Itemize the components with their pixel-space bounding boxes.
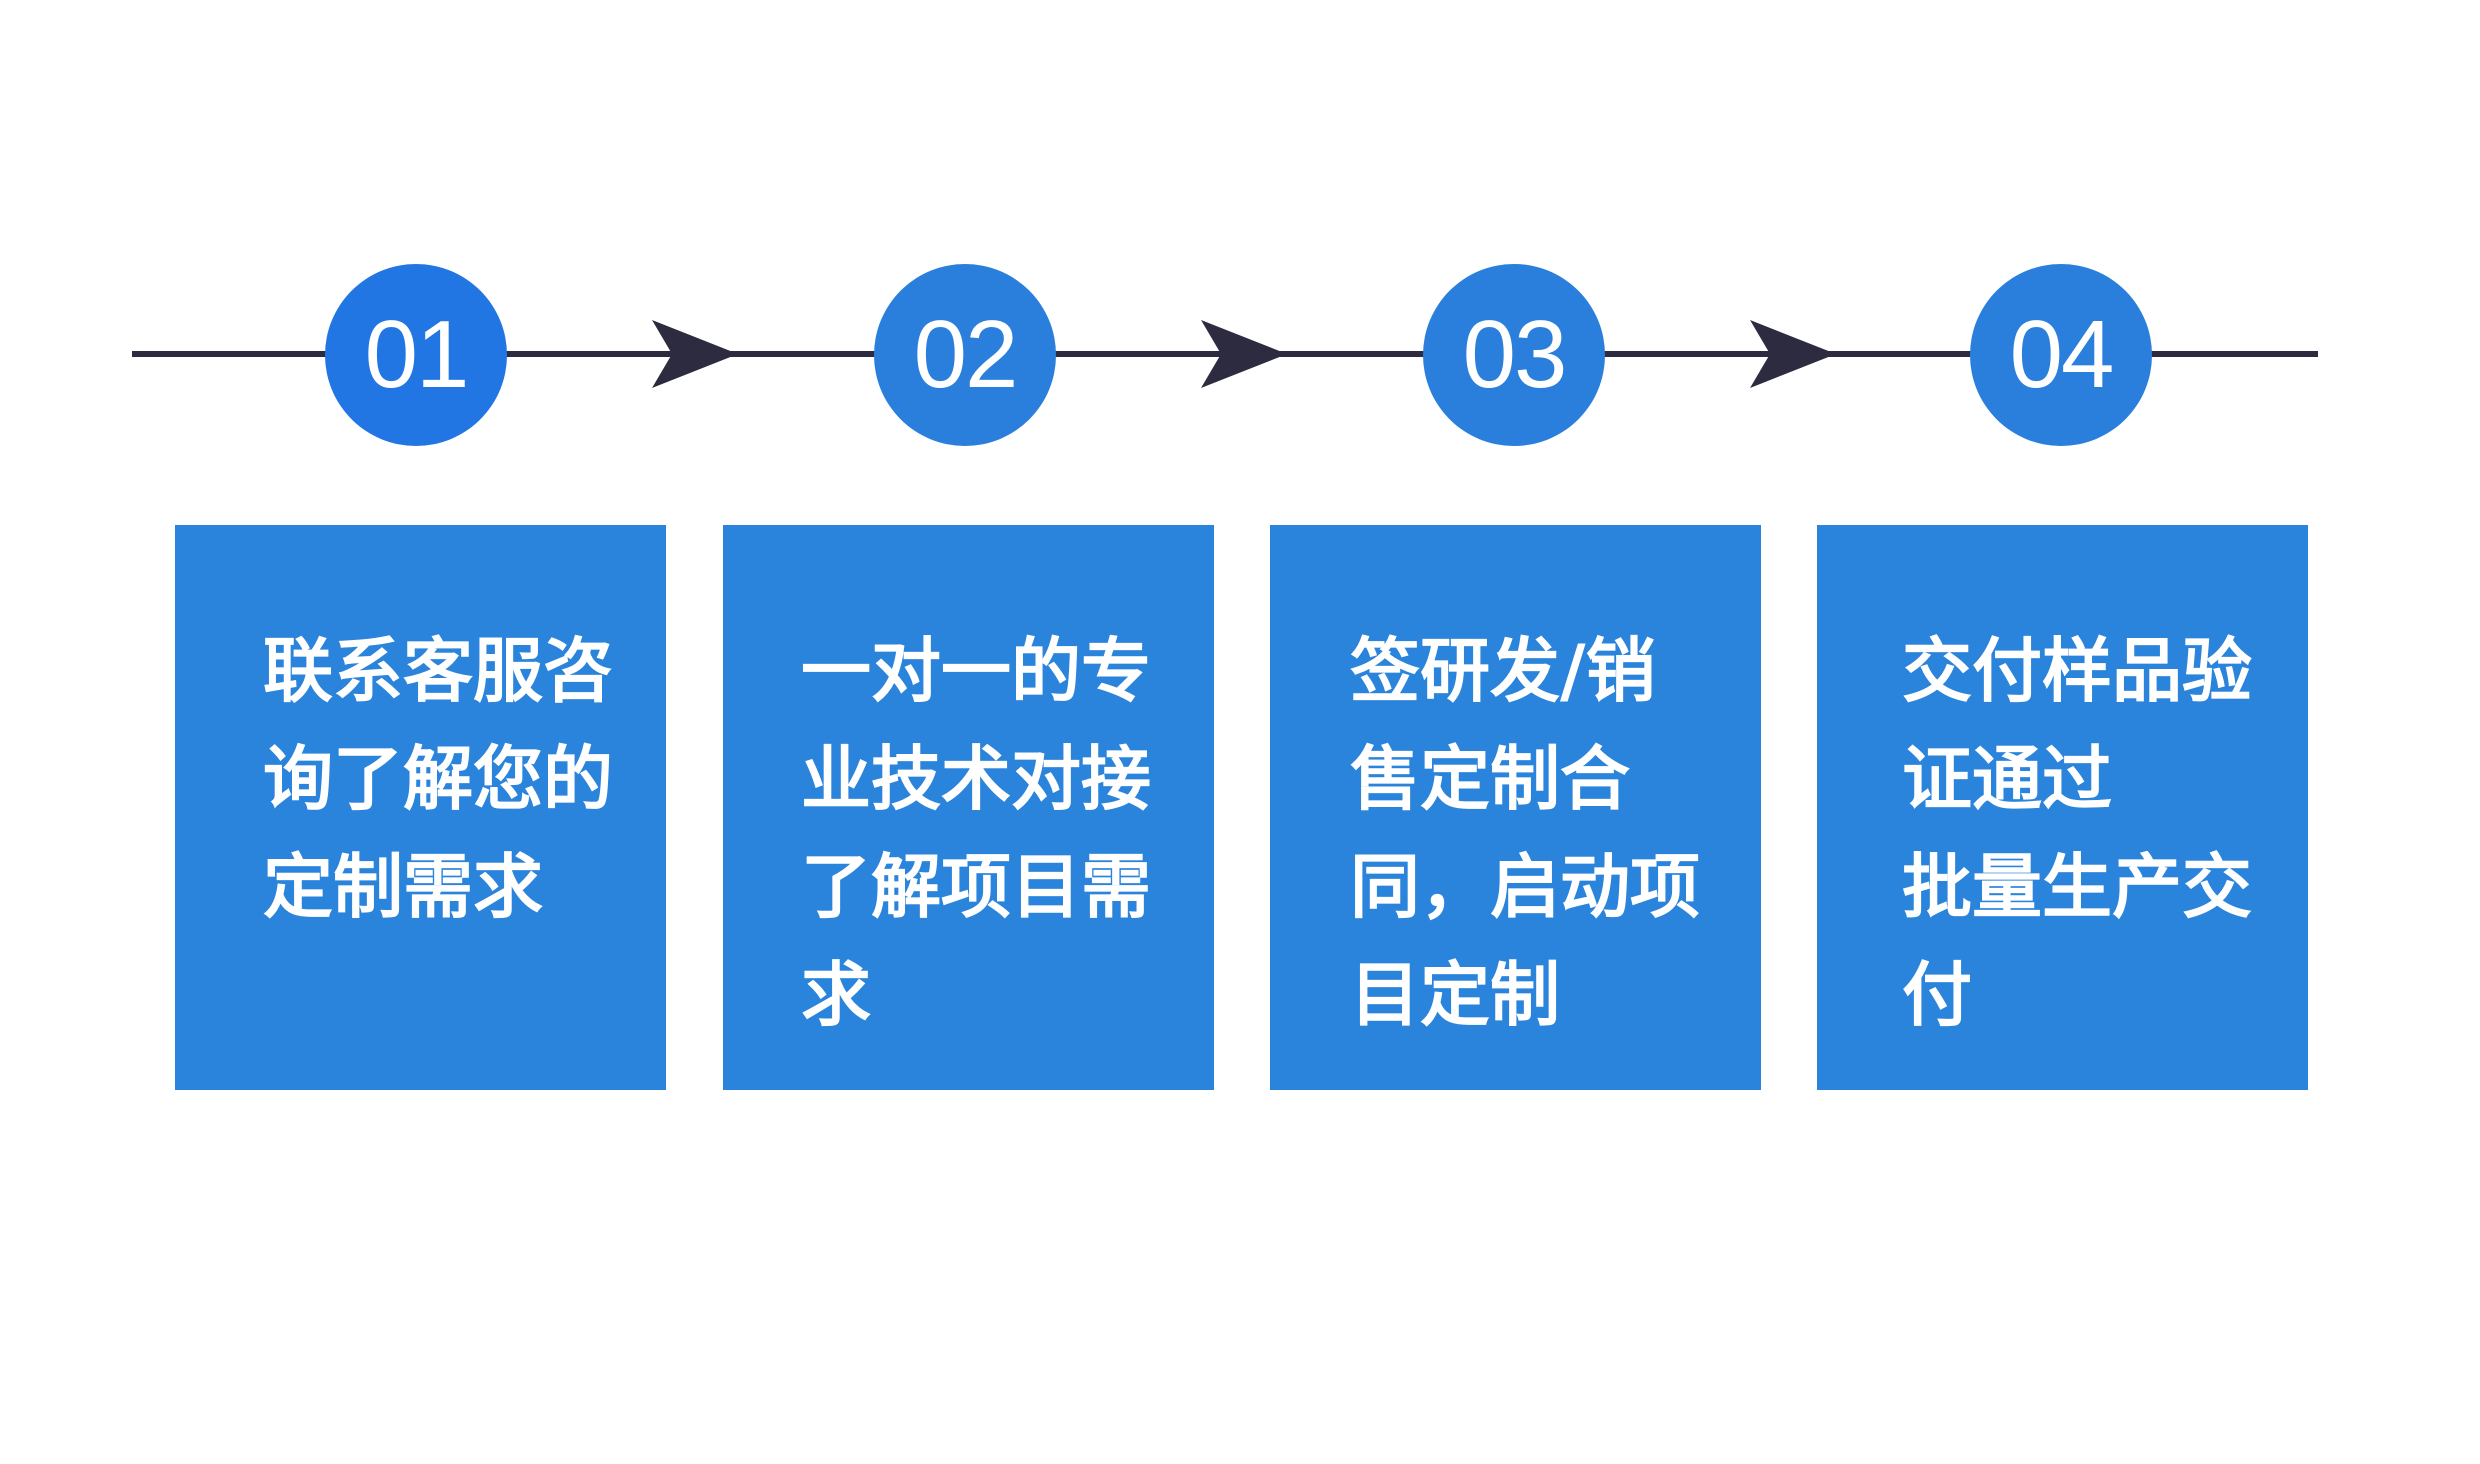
step-number-badge-1: 01 <box>325 264 507 446</box>
step-description: 一对一的专 业技术对接 了解项目需 求 <box>801 630 1151 1036</box>
arrow-icon <box>652 320 738 388</box>
step-description: 交付样品验 证通过 批量生产交 付 <box>1902 630 2252 1036</box>
step-number-badge-2: 02 <box>874 264 1056 446</box>
step-card-2: 一对一的专 业技术对接 了解项目需 求 <box>723 525 1214 1090</box>
step-number-badge-4: 04 <box>1970 264 2152 446</box>
step-card-1: 联系客服咨 询了解您的 定制需求 <box>175 525 666 1090</box>
arrow-icon <box>1201 320 1287 388</box>
arrow-icon <box>1750 320 1836 388</box>
step-card-4: 交付样品验 证通过 批量生产交 付 <box>1817 525 2308 1090</box>
step-description: 签研发/销 售定制合 同，启动项 目定制 <box>1350 630 1700 1036</box>
step-number-badge-3: 03 <box>1423 264 1605 446</box>
step-card-3: 签研发/销 售定制合 同，启动项 目定制 <box>1270 525 1761 1090</box>
step-description: 联系客服咨 询了解您的 定制需求 <box>263 630 613 928</box>
